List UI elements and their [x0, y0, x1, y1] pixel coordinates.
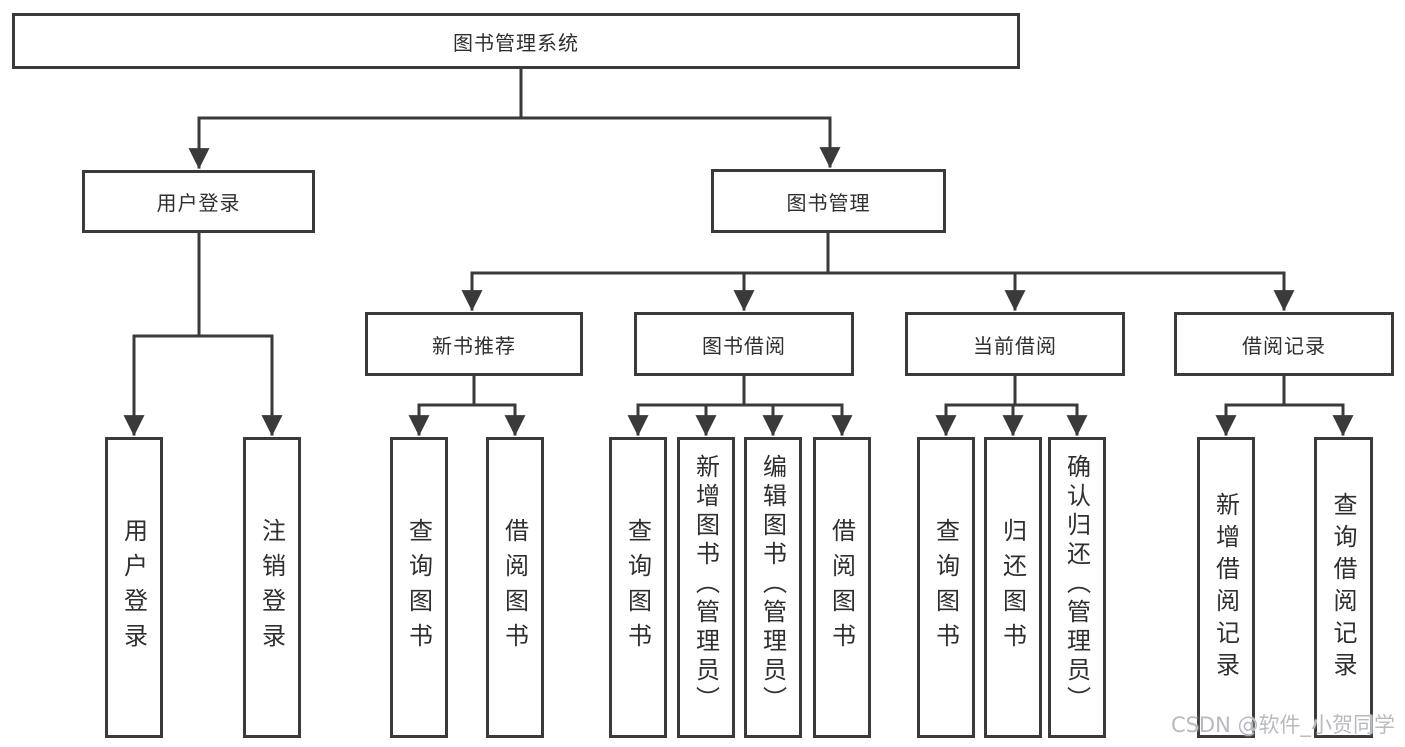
leaf-query-book-recommend-label: 查询图书: [404, 517, 433, 658]
leaf-borrow-book: 借阅图书: [813, 437, 871, 738]
leaf-return-book-label: 归还图书: [998, 517, 1027, 658]
leaf-query-book-current: 查询图书: [917, 437, 975, 738]
leaf-query-book-borrow-label: 查询图书: [623, 517, 652, 658]
node-book-management-label: 图书管理: [786, 190, 871, 215]
node-borrowing-records-label: 借阅记录: [1242, 333, 1326, 358]
node-root: 图书管理系统: [12, 13, 1020, 69]
leaf-user-login-label: 用户登录: [119, 517, 148, 658]
node-new-book-recommend-label: 新书推荐: [432, 333, 516, 358]
node-new-book-recommend: 新书推荐: [365, 312, 583, 376]
leaf-logout-label: 注销登录: [257, 517, 286, 658]
leaf-query-book-borrow: 查询图书: [609, 437, 667, 738]
csdn-watermark: CSDN @软件_小贺同学: [1170, 713, 1395, 737]
leaf-logout: 注销登录: [243, 437, 301, 738]
leaf-confirm-return-admin-label: 确认归还（管理员）: [1062, 454, 1091, 715]
leaf-query-borrow-record-label: 查询借阅记录: [1329, 491, 1357, 684]
leaf-edit-book-admin: 编辑图书（管理员）: [744, 437, 802, 738]
leaf-return-book: 归还图书: [984, 437, 1042, 738]
node-book-borrowing-label: 图书借阅: [702, 333, 786, 358]
leaf-add-borrow-record: 新增借阅记录: [1197, 437, 1255, 738]
leaf-user-login: 用户登录: [105, 437, 163, 738]
node-book-management: 图书管理: [711, 169, 946, 233]
node-current-borrowing: 当前借阅: [905, 312, 1125, 376]
leaf-query-borrow-record: 查询借阅记录: [1314, 437, 1373, 738]
node-current-borrowing-label: 当前借阅: [973, 333, 1057, 358]
node-root-label: 图书管理系统: [453, 30, 579, 55]
leaf-query-book-current-label: 查询图书: [931, 517, 960, 658]
leaf-confirm-return-admin: 确认归还（管理员）: [1048, 437, 1106, 738]
leaf-add-borrow-record-label: 新增借阅记录: [1211, 491, 1240, 684]
leaf-borrow-book-recommend: 借阅图书: [486, 437, 544, 738]
leaf-borrow-book-recommend-label: 借阅图书: [500, 517, 529, 658]
leaf-borrow-book-label: 借阅图书: [827, 517, 856, 658]
leaf-edit-book-admin-label: 编辑图书（管理员）: [758, 454, 787, 715]
leaf-add-book-admin-label: 新增图书（管理员）: [691, 454, 720, 715]
node-user-login-label: 用户登录: [156, 191, 241, 215]
leaf-query-book-recommend: 查询图书: [390, 437, 448, 738]
leaf-add-book-admin: 新增图书（管理员）: [677, 437, 735, 738]
node-book-borrowing: 图书借阅: [634, 312, 854, 376]
node-user-login: 用户登录: [82, 170, 315, 233]
node-borrowing-records: 借阅记录: [1174, 312, 1394, 376]
